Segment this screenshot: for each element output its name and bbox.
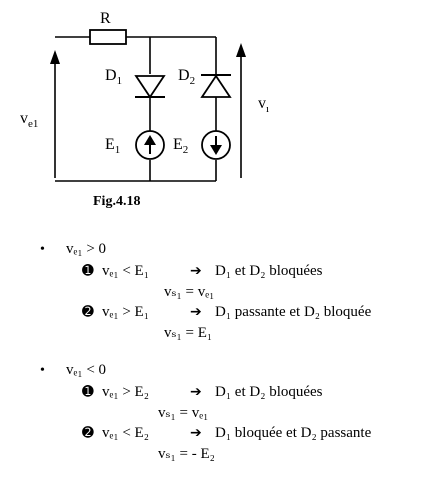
step-arrow: ➔ bbox=[190, 263, 202, 279]
step-output: vₛ₁ = - E₂ bbox=[158, 446, 215, 462]
step-marker: ➊ bbox=[82, 384, 94, 400]
case-condition: vₑ₁ > 0 bbox=[66, 241, 107, 257]
source-e1-label: E1 bbox=[105, 136, 120, 156]
step-output: vₛ₁ = vₑ₁ bbox=[158, 405, 209, 421]
step-marker: ➋ bbox=[82, 304, 94, 320]
step-output: vₛ₁ = E₁ bbox=[164, 325, 213, 341]
circuit-diagram: R D1 D2 E1 E2 ve bbox=[20, 10, 269, 209]
diode-d1-label: D1 bbox=[105, 67, 122, 87]
wires bbox=[55, 36, 217, 182]
case-positive: • vₑ₁ > 0 ➊ vₑ₁ < E₁ ➔ D₁ et D₂ bloquées… bbox=[0, 242, 444, 342]
bullet: • bbox=[40, 242, 45, 257]
step-marker: ➊ bbox=[82, 263, 94, 279]
bullet: • bbox=[40, 363, 45, 378]
source-e1 bbox=[135, 130, 165, 160]
resistor-r bbox=[89, 29, 127, 45]
case-condition: vₑ₁ < 0 bbox=[66, 362, 107, 378]
source-e2 bbox=[201, 130, 231, 160]
step-result: D₁ bloquée et D₂ passante bbox=[215, 425, 372, 441]
case-negative: • vₑ₁ < 0 ➊ vₑ₁ > E₂ ➔ D₁ et D₂ bloquées… bbox=[0, 363, 444, 463]
step-condition: vₑ₁ > E₁ bbox=[102, 304, 149, 320]
step-condition: vₑ₁ < E₁ bbox=[102, 263, 149, 279]
step-marker: ➋ bbox=[82, 425, 94, 441]
input-voltage-arrow bbox=[50, 50, 60, 178]
step-result: D₁ et D₂ bloquées bbox=[215, 263, 323, 279]
step-condition: vₑ₁ < E₂ bbox=[102, 425, 149, 441]
step-condition: vₑ₁ > E₂ bbox=[102, 384, 149, 400]
step-arrow: ➔ bbox=[190, 304, 202, 320]
figure-caption: Fig.4.18 bbox=[93, 194, 140, 209]
output-voltage-label: vı bbox=[258, 95, 269, 115]
step-result: D₁ passante et D₂ bloquée bbox=[215, 304, 372, 320]
diode-d1 bbox=[134, 75, 166, 99]
output-voltage-arrow bbox=[236, 43, 246, 178]
step-arrow: ➔ bbox=[190, 425, 202, 441]
input-voltage-label: ve1 bbox=[20, 110, 38, 130]
diode-d2 bbox=[200, 74, 232, 98]
step-output: vₛ₁ = vₑ₁ bbox=[164, 284, 215, 300]
step-arrow: ➔ bbox=[190, 384, 202, 400]
diode-d2-label: D2 bbox=[178, 67, 195, 87]
resistor-label: R bbox=[100, 10, 111, 27]
step-result: D₁ et D₂ bloquées bbox=[215, 384, 323, 400]
source-e2-label: E2 bbox=[173, 136, 188, 156]
